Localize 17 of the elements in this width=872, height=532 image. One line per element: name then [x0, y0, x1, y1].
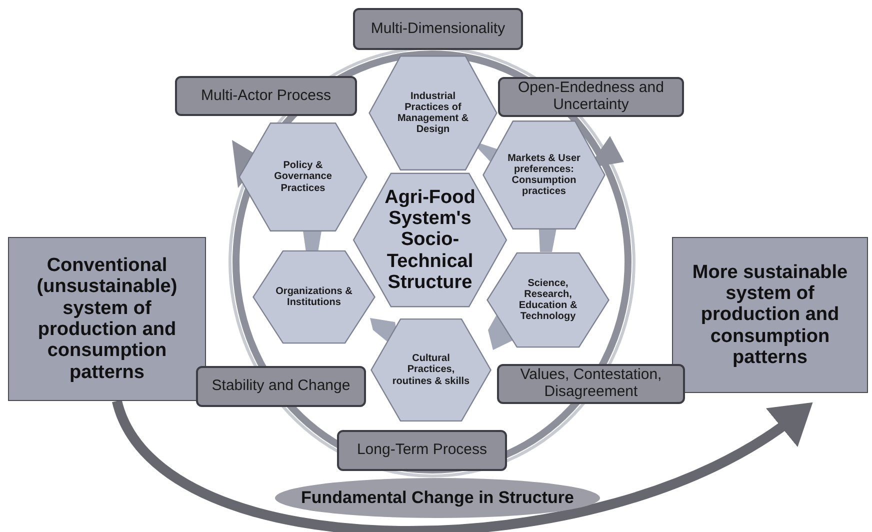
structure-hexagon: Agri-Food System's Socio-Technical Structure: [352, 172, 508, 308]
curved-arrow: [112, 398, 814, 532]
feature-box: Values, Contestation, Disagreement: [497, 364, 685, 404]
feature-box: Stability and Change: [196, 366, 366, 407]
feature-box: Multi-Dimensionality: [353, 8, 523, 50]
practice-hexagon: Policy & Governance Practices: [238, 122, 368, 232]
feature-box: Open-Endedness and Uncertainty: [498, 77, 684, 117]
feature-box: Multi-Actor Process: [175, 76, 357, 116]
sustainable-system-box: More sustainable system of production and consumption patterns: [672, 237, 868, 393]
practice-hexagon: Markets & User preferences: Consumption practices: [482, 120, 606, 230]
feature-box: Long-Term Process: [337, 430, 507, 471]
change-ellipse: Fundamental Change in Structure: [275, 478, 600, 518]
conventional-system-box: Conventional (unsustainable) system of production and consumption patterns: [8, 237, 206, 401]
practice-hexagon: Science, Research, Education & Technology: [486, 252, 610, 348]
practice-hexagon: Industrial Practices of Management & Design: [368, 55, 498, 171]
practice-hexagon: Cultural Practices, routines & skills: [370, 318, 492, 422]
practice-hexagon: Organizations & Institutions: [252, 250, 376, 344]
